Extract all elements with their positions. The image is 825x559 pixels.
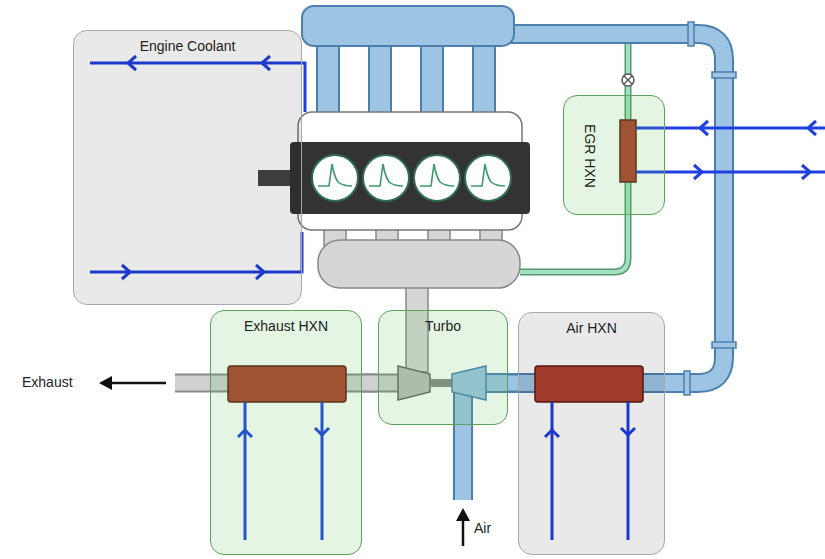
air-hxn-region: Air HXN [518, 312, 665, 555]
intake-runner [369, 38, 391, 118]
intake-runner [317, 38, 339, 118]
pressure-trace [420, 164, 454, 186]
cylinder [363, 155, 409, 201]
pressure-trace [318, 164, 352, 186]
flow-chevron [694, 165, 702, 179]
pressure-trace [471, 164, 505, 186]
intake-manifold [302, 6, 514, 118]
flow-chevron [700, 121, 708, 135]
pipe-outline [508, 374, 518, 393]
region-title: Air HXN [566, 320, 617, 337]
pipe-joint [712, 72, 736, 78]
cylinder [465, 155, 511, 201]
region-title: EGR HXN [581, 124, 598, 188]
pipe-connector [362, 383, 378, 384]
egr-valve-cross [624, 76, 632, 84]
arrow-head [456, 508, 470, 521]
arrow-head [99, 376, 112, 390]
pipe-joint [688, 22, 694, 46]
egr-valve [622, 74, 634, 86]
pipe-joint [684, 371, 690, 395]
region-title: Engine Coolant [140, 38, 236, 55]
turbo-region: Turbo [378, 310, 508, 425]
exhaust-collector [318, 240, 520, 288]
coolant-region: Engine Coolant [73, 30, 302, 305]
cylinder-bank [290, 142, 530, 214]
flow-chevron [802, 165, 810, 179]
exhaust-out-arrow [108, 382, 166, 385]
region-title: Turbo [425, 318, 461, 335]
air-in-arrow [462, 518, 465, 546]
intake-runner [473, 38, 495, 118]
pipe-outline [362, 374, 378, 393]
pipe-connector [508, 383, 518, 384]
region-title: Exhaust HXN [244, 318, 328, 335]
cylinder [414, 155, 460, 201]
outlet-label: Exhaust [22, 374, 73, 391]
inlet-label: Air [474, 520, 491, 537]
intake-runner [421, 38, 443, 118]
cylinder [312, 155, 358, 201]
pipe-fill [362, 376, 378, 391]
intake-plenum [302, 6, 514, 46]
flow-chevron [808, 121, 816, 135]
egr-region: EGR HXN [563, 95, 665, 215]
pipe-joint [712, 342, 736, 348]
pressure-trace [369, 164, 403, 186]
pipe-fill [508, 376, 518, 391]
exhaust-hxn-region: Exhaust HXN [210, 310, 362, 555]
